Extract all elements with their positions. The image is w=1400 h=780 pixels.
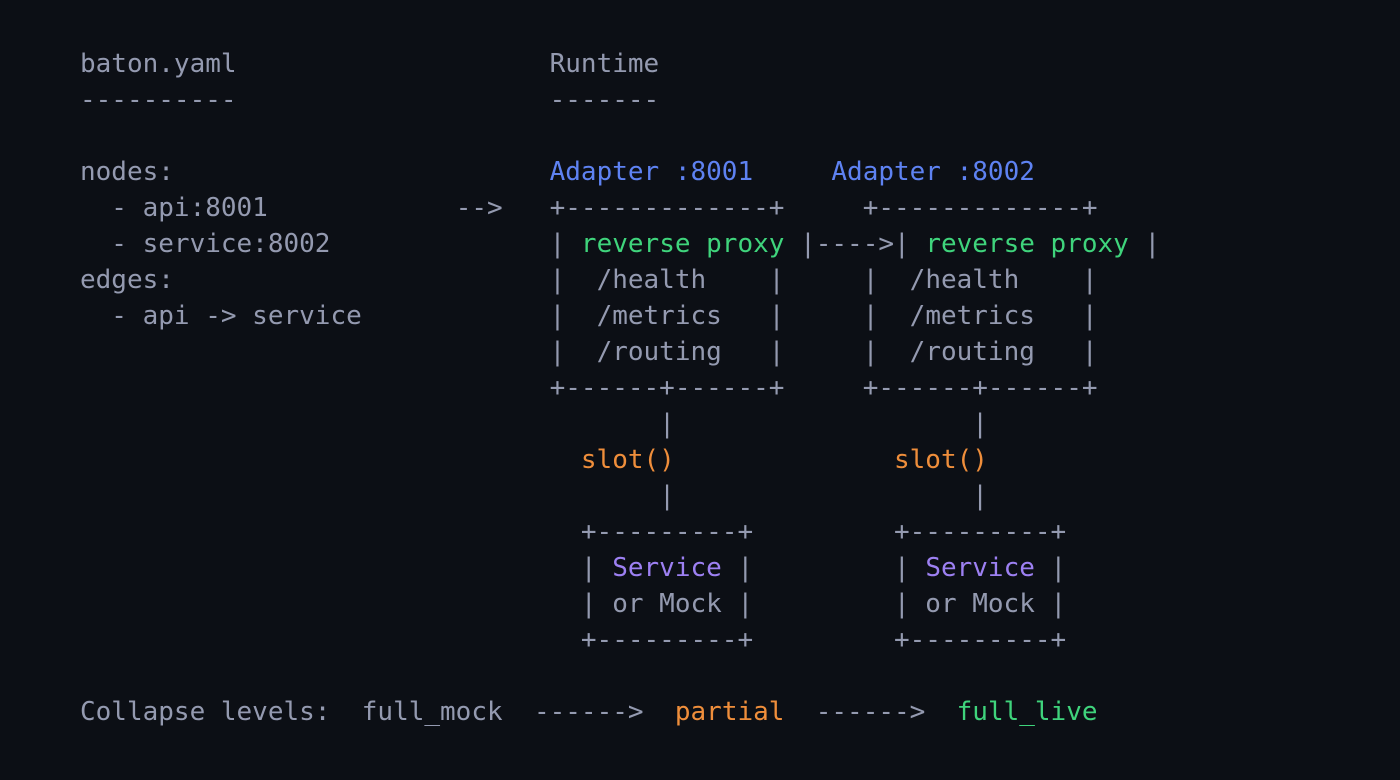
row-titles: baton.yaml Runtime [80, 46, 1160, 82]
adapter2-health-route: | /health | [862, 265, 1098, 295]
row-metrics-routes: - api -> service | /metrics | | /metrics… [80, 298, 1160, 334]
yaml-node-service: - service:8002 [80, 229, 331, 259]
service2-wall-right: | [1050, 553, 1067, 583]
config-filename: baton.yaml [80, 49, 237, 79]
service2-connector: | [972, 481, 988, 511]
service1-border-bottom: +---------+ [580, 625, 754, 655]
adapter1-health-route: | /health | [549, 265, 785, 295]
row-service-box-top: +---------+ +---------+ [80, 514, 1160, 550]
service1-wall-left: | [580, 553, 597, 583]
service1-border-top: +---------+ [580, 517, 754, 547]
level-full-live: full_live [956, 697, 1098, 727]
adapter1-routing-route: | /routing | [549, 337, 785, 367]
yaml-edges-key: edges: [80, 265, 174, 295]
row-service-box-bottom: +---------+ +---------+ [80, 622, 1160, 658]
adapter2-reverse-proxy-label: reverse proxy [925, 229, 1129, 259]
row-routing-routes: | /routing | | /routing | [80, 334, 1160, 370]
adapter1-title: Adapter :8001 [549, 157, 754, 187]
adapter2-routing-route: | /routing | [862, 337, 1098, 367]
row-title-underlines: ---------- ------- [80, 82, 1160, 118]
adapter2-border-bottom: +------+------+ [862, 373, 1098, 403]
adapter2-border-top: +-------------+ [862, 193, 1098, 223]
row-collapse-levels: Collapse levels: full_mock ------> parti… [80, 694, 1160, 730]
service1-wall-right: | [737, 553, 754, 583]
collapse-arrow-1: ------> [533, 697, 644, 727]
yaml-nodes-key: nodes: [80, 157, 174, 187]
adapter2-slot-connector: | [972, 409, 988, 439]
row-blank [80, 118, 1160, 154]
adapter1-slot-connector: | [659, 409, 675, 439]
level-full-mock: full_mock [361, 697, 503, 727]
adapter1-to-adapter2-arrow: |---->| [800, 229, 910, 259]
service2-or-mock-label: | or Mock | [893, 589, 1067, 619]
row-adapter-titles: nodes: Adapter :8001 Adapter :8002 [80, 154, 1160, 190]
adapter2-wall-right: | [1144, 229, 1161, 259]
row-health-routes: edges: | /health | | /health | [80, 262, 1160, 298]
service1-connector: | [659, 481, 675, 511]
service1-label: Service [612, 553, 722, 583]
row-reverse-proxy: - service:8002 | reverse proxy |---->| r… [80, 226, 1160, 262]
row-slot-labels: slot() slot() [80, 442, 1160, 478]
service2-border-bottom: +---------+ [893, 625, 1067, 655]
adapter1-wall-left: | [549, 229, 566, 259]
adapter2-metrics-route: | /metrics | [862, 301, 1098, 331]
level-partial: partial [674, 697, 785, 727]
row-blank-2 [80, 658, 1160, 694]
row-service-labels: | Service | | Service | [80, 550, 1160, 586]
collapse-arrow-2: ------> [815, 697, 926, 727]
adapter2-title: Adapter :8002 [831, 157, 1035, 187]
service2-label: Service [925, 553, 1035, 583]
row-adapter-box-top: - api:8001 --> +-------------+ +--------… [80, 190, 1160, 226]
yaml-node-api: - api:8001 [80, 193, 268, 223]
row-slot-connector-top: | | [80, 406, 1160, 442]
adapter1-metrics-route: | /metrics | [549, 301, 785, 331]
adapter1-slot-label: slot() [580, 445, 675, 475]
service1-or-mock-label: | or Mock | [580, 589, 754, 619]
config-to-runtime-arrow: --> [455, 193, 503, 223]
service2-wall-left: | [894, 553, 910, 583]
adapter1-reverse-proxy-label: reverse proxy [580, 229, 785, 259]
collapse-levels-label: Collapse levels: [80, 697, 331, 727]
adapter1-border-bottom: +------+------+ [549, 373, 785, 403]
runtime-underline: ------- [549, 85, 660, 115]
terminal-ascii-diagram: baton.yaml Runtime---------- ------- nod… [80, 46, 1160, 730]
adapter2-slot-label: slot() [893, 445, 988, 475]
config-underline: ---------- [80, 85, 237, 115]
adapter1-border-top: +-------------+ [549, 193, 785, 223]
yaml-edge-api-service: - api -> service [80, 301, 362, 331]
row-or-mock-labels: | or Mock | | or Mock | [80, 586, 1160, 622]
runtime-heading: Runtime [549, 49, 660, 79]
row-adapter-box-bottom: +------+------+ +------+------+ [80, 370, 1160, 406]
row-slot-connector-bottom: | | [80, 478, 1160, 514]
service2-border-top: +---------+ [893, 517, 1067, 547]
